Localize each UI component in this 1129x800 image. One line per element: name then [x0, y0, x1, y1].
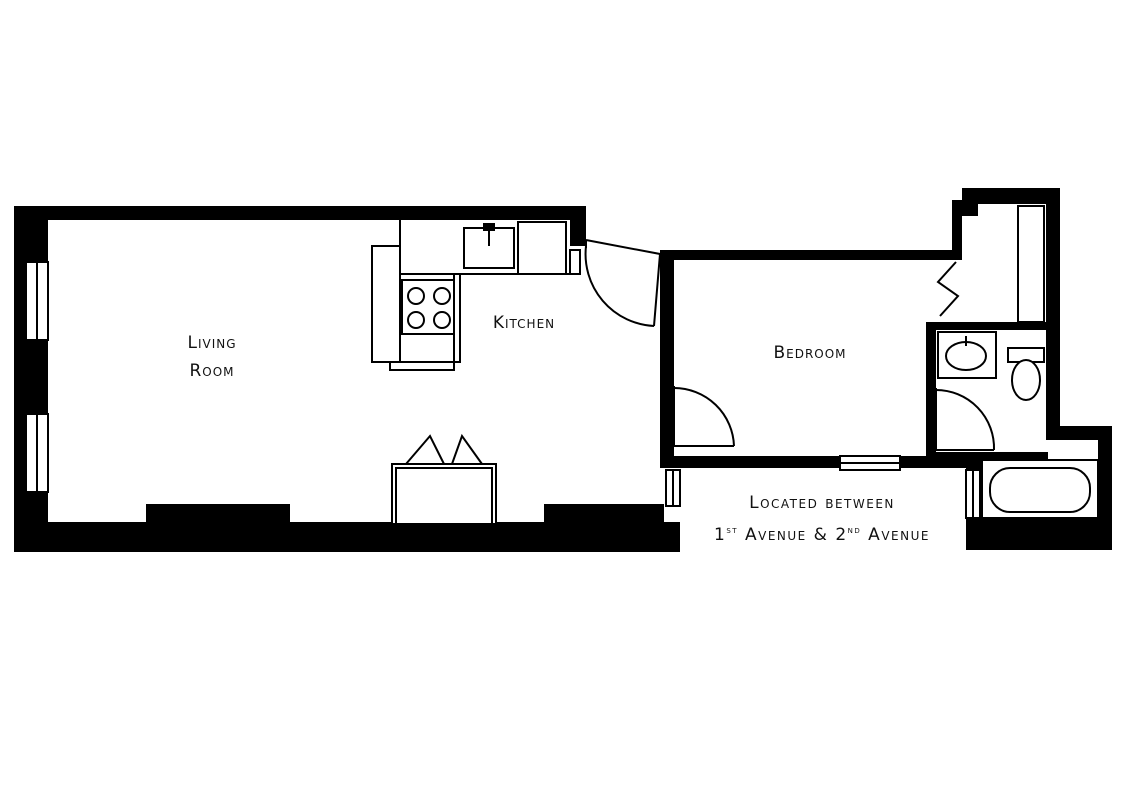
- window-icon: [839, 455, 901, 471]
- location-note-part1: 1: [714, 525, 726, 545]
- sink-icon: [463, 223, 515, 269]
- toilet-icon: [1007, 347, 1045, 401]
- sink-icon: [937, 331, 997, 379]
- wall-bath-bottom: [966, 518, 1112, 550]
- living-room-label-line1: Living: [187, 333, 236, 353]
- bedroom-label: Bedroom: [773, 343, 846, 363]
- counter-right-strip: [453, 273, 461, 363]
- wall-partition: [660, 250, 674, 468]
- window-icon: [965, 469, 981, 519]
- wall-closet-top: [962, 188, 1058, 204]
- closet-bifold-door-icon: [936, 261, 960, 317]
- window-icon: [25, 261, 49, 341]
- counter-bottom: [389, 361, 455, 371]
- wall-bedroom-top: [660, 250, 962, 260]
- wall-kitchen-stub: [570, 206, 586, 246]
- walls: [14, 188, 1112, 552]
- location-note: Located between 1st Avenue & 2nd Avenue: [714, 493, 930, 545]
- window-icon: [25, 413, 49, 493]
- wall-top-left: [14, 206, 586, 220]
- location-note-line2: 1st Avenue & 2nd Avenue: [714, 525, 930, 545]
- windows: [25, 261, 981, 519]
- room-labels: Living Room Kitchen Bedroom: [187, 313, 846, 381]
- doors: [391, 239, 996, 525]
- stove-icon: [401, 279, 459, 335]
- wall-bath-left: [926, 322, 936, 468]
- closet-bifold-door-icon: [391, 433, 497, 525]
- refrigerator-icon: [517, 221, 567, 275]
- wall-bath-mid: [936, 452, 1048, 460]
- door-swing-icon: [935, 388, 996, 451]
- counter-left: [371, 245, 401, 363]
- wall-bottom-left: [14, 522, 680, 552]
- living-room-label-line2: Room: [189, 361, 234, 381]
- location-note-sup2: nd: [848, 525, 862, 536]
- wall-right-upper: [1046, 188, 1060, 428]
- bath-fixtures: [937, 205, 1099, 519]
- window-icon: [665, 469, 681, 507]
- location-note-part3: Avenue: [861, 525, 930, 545]
- closet-shelf: [1017, 205, 1045, 323]
- kitchen-fixtures: [371, 220, 581, 371]
- wall-closet-left: [952, 200, 962, 260]
- dishwasher-handle: [569, 249, 581, 275]
- location-note-part2: Avenue & 2: [738, 525, 848, 545]
- wall-bottom-bump-2: [544, 504, 664, 524]
- location-note-sup1: st: [726, 525, 738, 536]
- door-swing-icon: [584, 239, 662, 327]
- location-note-line1: Located between: [749, 493, 895, 513]
- wall-bottom-bump-1: [146, 504, 290, 524]
- kitchen-label: Kitchen: [493, 313, 555, 333]
- wall-bath-step: [1046, 426, 1112, 440]
- wall-left: [14, 206, 48, 552]
- wall-closet-notch: [952, 200, 978, 216]
- door-swing-icon: [673, 386, 735, 447]
- bathtub-icon: [981, 459, 1099, 519]
- wall-bath-divider: [926, 322, 1050, 330]
